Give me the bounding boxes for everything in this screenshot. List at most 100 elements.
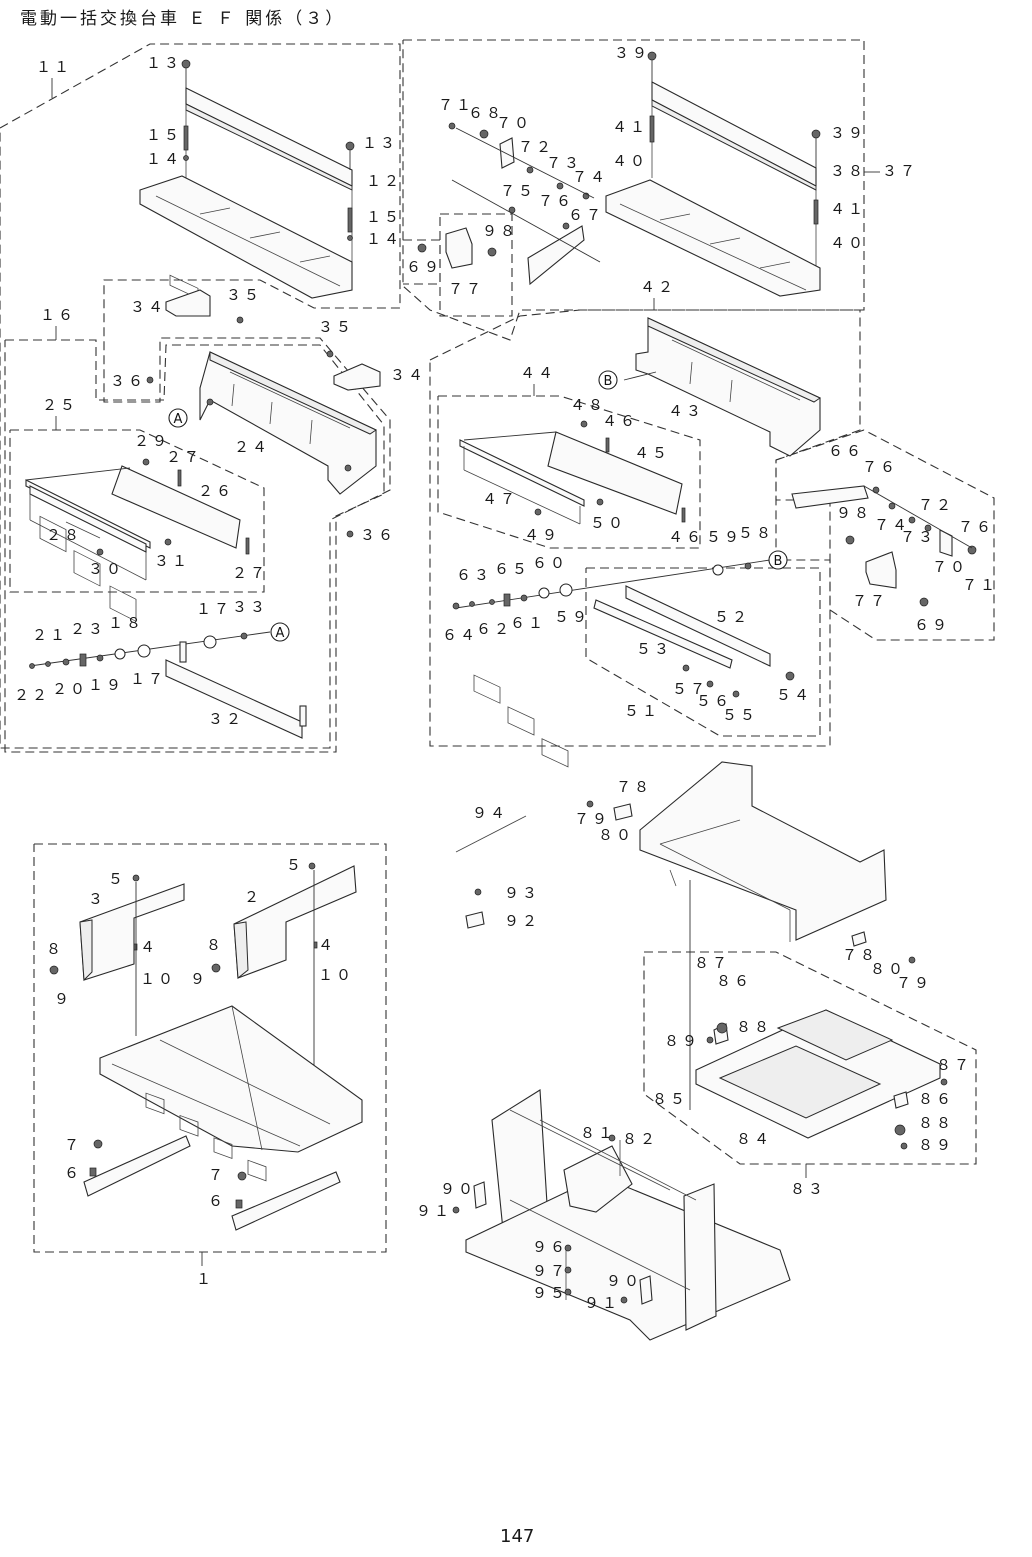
side-frame-11-parts [139, 59, 355, 299]
label-74b: ７４ [874, 516, 910, 534]
label-87a: ８７ [694, 954, 730, 972]
label-56: ５６ [696, 692, 732, 710]
label-48: ４８ [570, 396, 606, 414]
label-5b: ５ [286, 856, 304, 874]
label-22: ２２ [14, 686, 50, 704]
label-39a: ３９ [614, 44, 650, 62]
label-28: ２８ [46, 526, 82, 544]
label-95: ９５ [532, 1284, 568, 1302]
label-90a: ９０ [440, 1180, 476, 1198]
label-76b: ７６ [862, 458, 898, 476]
label-78b: ７８ [842, 946, 878, 964]
label-55: ５５ [722, 706, 758, 724]
label-72a: ７２ [518, 138, 554, 156]
label-3: ３ [88, 890, 106, 908]
label-62: ６２ [476, 620, 512, 638]
label-40a: ４０ [612, 152, 648, 170]
label-1: １ [196, 1270, 214, 1288]
label-16: １６ [40, 306, 76, 324]
label-4b: ４ [318, 936, 336, 954]
bracket-67-parts [417, 122, 601, 286]
label-96: ９６ [532, 1238, 568, 1256]
label-76a: ７６ [538, 192, 574, 210]
label-9a: ９ [54, 990, 72, 1008]
label-10b: １０ [318, 966, 354, 984]
label-92: ９２ [504, 912, 540, 930]
label-13a: １３ [146, 54, 182, 72]
label-73a: ７３ [546, 154, 582, 172]
group-77-boundary [439, 213, 513, 317]
ref-marker-b-1: B [598, 370, 618, 390]
label-78a: ７８ [616, 778, 652, 796]
group-25-boundary [9, 429, 265, 593]
label-2: ２ [244, 888, 262, 906]
label-57: ５７ [672, 680, 708, 698]
label-43: ４３ [668, 402, 704, 420]
svg-text:A: A [276, 626, 285, 641]
page-title: 電動一括交換台車 Ｅ Ｆ 関係（３） [20, 9, 346, 29]
label-58: ５８ [738, 524, 774, 542]
label-65: ６５ [494, 560, 530, 578]
label-8b: ８ [206, 936, 224, 954]
label-12: １２ [366, 172, 402, 190]
label-53: ５３ [636, 640, 672, 658]
label-7b: ７ [208, 1166, 226, 1184]
label-42: ４２ [640, 278, 676, 296]
label-87b: ８７ [936, 1056, 972, 1074]
rail-assembly-16-parts [146, 289, 381, 538]
label-34a: ３４ [130, 298, 166, 316]
label-14b: １４ [366, 230, 402, 248]
label-21: ２１ [32, 626, 68, 644]
label-8a: ８ [46, 940, 64, 958]
label-38: ３８ [830, 162, 866, 180]
svg-text:A: A [174, 412, 183, 427]
label-40b: ４０ [830, 234, 866, 252]
group-boundaries [0, 39, 995, 1266]
group-42-boundary [429, 309, 861, 747]
label-37: ３７ [882, 162, 918, 180]
label-75: ７５ [500, 182, 536, 200]
label-14a: １４ [146, 150, 182, 168]
label-29: ２９ [134, 432, 170, 450]
base-frame-1-parts [49, 862, 363, 1231]
group-1-boundary [33, 843, 387, 1253]
label-60: ６０ [532, 554, 568, 572]
label-89b: ８９ [918, 1136, 954, 1154]
label-86b: ８６ [918, 1090, 954, 1108]
label-15b: １５ [366, 208, 402, 226]
ref-marker-b-2: B [768, 550, 788, 570]
label-98a: ９８ [482, 222, 518, 240]
label-82: ８２ [622, 1130, 658, 1148]
label-41b: ４１ [830, 200, 866, 218]
side-frame-37-parts [605, 51, 821, 297]
group-11-boundary [0, 43, 401, 749]
svg-text:B: B [604, 374, 613, 389]
label-51: ５１ [624, 702, 660, 720]
label-17b: １７ [130, 670, 166, 688]
label-89a: ８９ [664, 1032, 700, 1050]
label-32: ３２ [208, 710, 244, 728]
label-59a: ５９ [706, 528, 742, 546]
cart-frame-parts [452, 761, 948, 1341]
label-49: ４９ [524, 526, 560, 544]
rail-43-parts [623, 317, 822, 457]
label-19: １９ [88, 676, 124, 694]
label-33: ３３ [232, 598, 268, 616]
label-7a: ７ [64, 1136, 82, 1154]
label-91a: ９１ [416, 1202, 452, 1220]
ref-marker-a-1: A [168, 408, 188, 428]
label-80a: ８０ [598, 826, 634, 844]
label-31: ３１ [154, 552, 190, 570]
label-41a: ４１ [612, 118, 648, 136]
label-77a: ７７ [448, 280, 484, 298]
group-83-boundary [643, 951, 977, 1165]
label-50: ５０ [590, 514, 626, 532]
label-17a: １７ [196, 600, 232, 618]
label-59b: ５９ [554, 608, 590, 626]
label-47: ４７ [482, 490, 518, 508]
label-79a: ７９ [574, 810, 610, 828]
label-23: ２３ [70, 620, 106, 638]
svg-text:B: B [774, 554, 783, 569]
group-44-boundary [437, 395, 701, 549]
panel-44-parts [459, 420, 686, 768]
